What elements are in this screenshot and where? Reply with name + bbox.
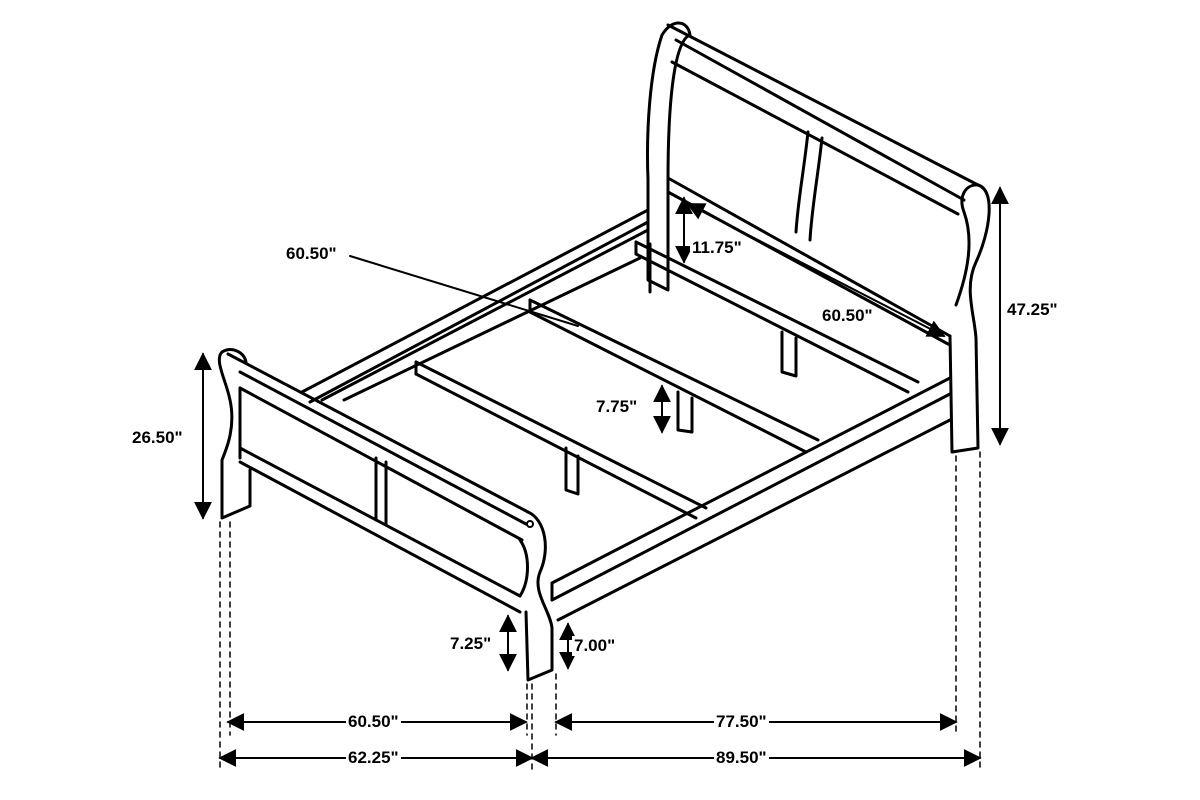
dimension-lines <box>194 186 1009 767</box>
inner-width-label: 60.50" <box>346 712 401 732</box>
overall-width-label: 62.25" <box>346 748 401 768</box>
headboard-height-label: 47.25" <box>1005 300 1060 320</box>
overall-length-label: 89.50" <box>714 748 769 768</box>
headboard-width-label: 60.50" <box>820 306 875 326</box>
footboard-height-label: 26.50" <box>130 428 185 448</box>
extension-lines <box>219 451 981 771</box>
headboard-panel-clearance-label: 11.75" <box>690 238 744 258</box>
slat-length-label: 60.50" <box>284 244 339 264</box>
side-rails <box>300 208 952 622</box>
slat-clearance-label: 7.75" <box>594 397 640 417</box>
rail-clearance-label: 7.00" <box>572 636 618 656</box>
footboard <box>217 348 554 682</box>
inner-length-label: 77.50" <box>714 712 769 732</box>
footboard-leg-clearance-label: 7.25" <box>448 634 494 654</box>
slats <box>342 240 920 520</box>
